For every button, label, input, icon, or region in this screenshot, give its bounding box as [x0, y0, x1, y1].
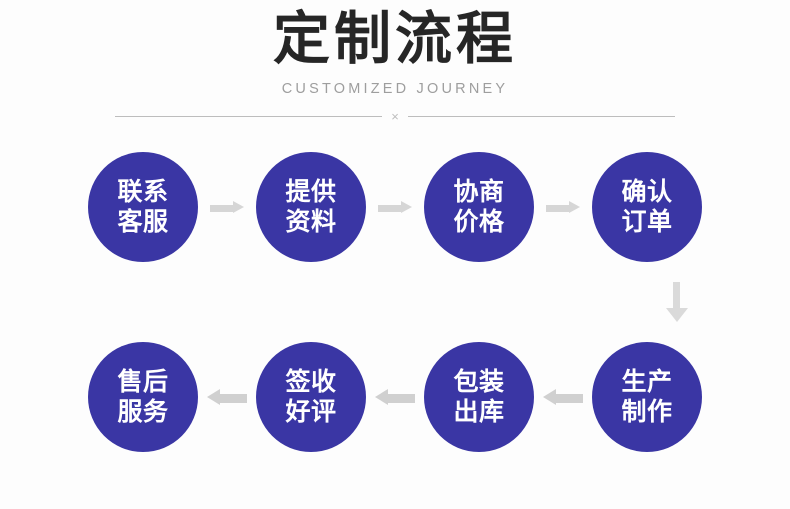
flow-step-label-line1: 售后: [117, 367, 169, 397]
process-flow: 联系 客服 提供 资料 协商 价格 确认 订单: [0, 145, 790, 459]
arrow-down-icon: [665, 281, 688, 322]
flow-row-bottom: 售后 服务 签收 好评 包装 出库 生产 制作: [0, 335, 790, 459]
page-header: 定制流程 CUSTOMIZED JOURNEY ×: [0, 0, 790, 123]
flow-step-contact-support[interactable]: 联系 客服: [88, 151, 198, 262]
flow-step-negotiate-price[interactable]: 协商 价格: [424, 151, 534, 262]
flow-step-after-sales-service[interactable]: 售后 服务: [88, 341, 198, 452]
arrow-right-icon-2: [366, 200, 424, 213]
flow-step-label-line2: 出库: [453, 396, 505, 426]
flow-row-top: 联系 客服 提供 资料 协商 价格 确认 订单: [0, 145, 790, 269]
flow-step-confirm-order[interactable]: 确认 订单: [592, 151, 702, 262]
flow-step-label-line1: 确认: [621, 177, 673, 207]
flow-step-label-line2: 客服: [117, 206, 169, 236]
flow-row-connector: [0, 269, 790, 335]
flow-step-label-line1: 协商: [453, 177, 505, 207]
title-divider: ×: [115, 110, 675, 123]
arrow-left-icon-1: [198, 388, 256, 405]
flow-step-label-line1: 包装: [453, 367, 505, 397]
flow-step-label-line2: 好评: [285, 396, 337, 426]
flow-step-label-line2: 资料: [285, 206, 337, 236]
arrow-left-icon-2: [366, 388, 424, 405]
divider-line-left: [115, 115, 383, 117]
flow-step-label-line1: 生产: [621, 367, 673, 397]
flow-step-label-line1: 签收: [285, 367, 337, 397]
flow-step-label-line2: 订单: [621, 206, 673, 236]
flow-step-production[interactable]: 生产 制作: [592, 341, 702, 452]
flow-step-label-line2: 服务: [117, 396, 169, 426]
divider-line-right: [407, 115, 675, 117]
flow-step-packaging-shipping[interactable]: 包装 出库: [424, 341, 534, 452]
divider-cross-icon: ×: [391, 108, 399, 124]
flow-step-sign-and-review[interactable]: 签收 好评: [256, 341, 366, 452]
flow-step-label-line1: 联系: [117, 177, 169, 207]
arrow-left-icon-3: [534, 388, 592, 405]
page-subtitle: CUSTOMIZED JOURNEY: [281, 80, 509, 97]
flow-step-label-line1: 提供: [285, 177, 337, 207]
flow-step-label-line2: 价格: [453, 206, 505, 236]
flow-step-label-line2: 制作: [621, 396, 673, 426]
flow-step-provide-materials[interactable]: 提供 资料: [256, 151, 366, 262]
arrow-right-icon-3: [534, 200, 592, 213]
arrow-right-icon-1: [198, 200, 256, 213]
page-title: 定制流程: [273, 6, 517, 72]
